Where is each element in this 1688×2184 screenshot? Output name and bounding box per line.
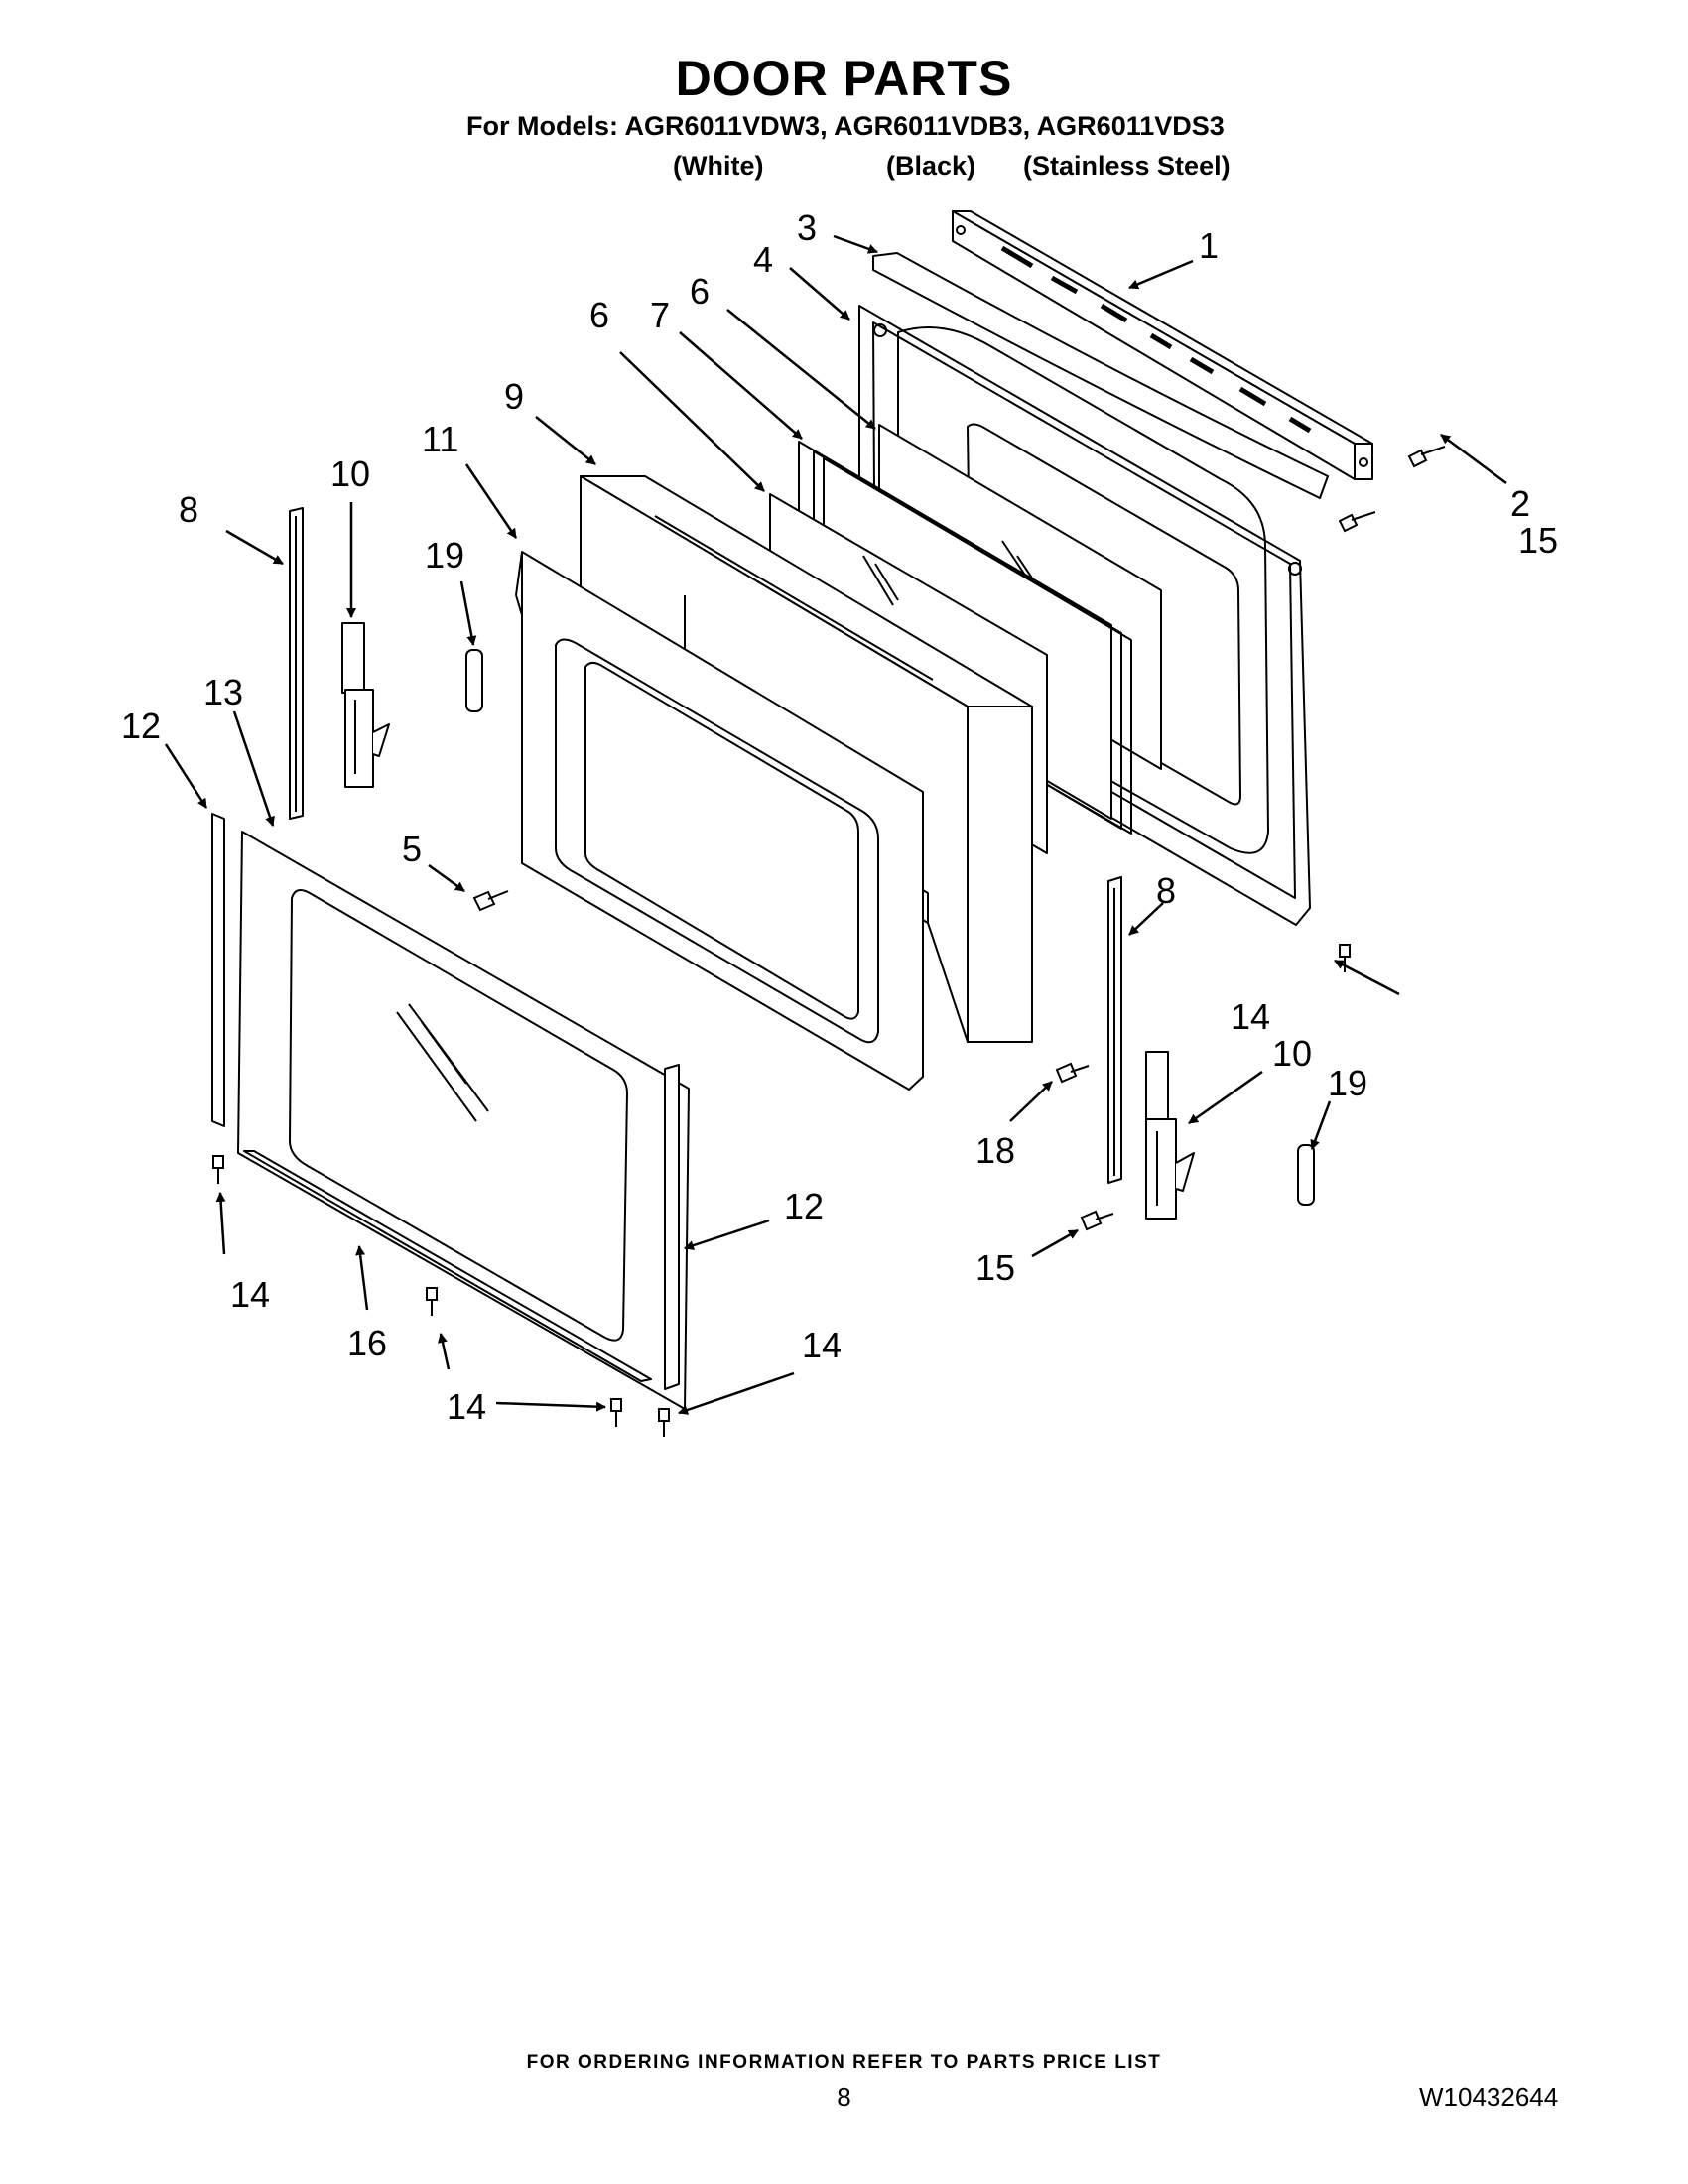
callout-6-front: 6	[589, 295, 609, 335]
callout-8-right: 8	[1156, 870, 1176, 911]
vent-trim-part	[952, 210, 1373, 480]
bottom-trim-part	[243, 1150, 652, 1382]
inner-door-part	[515, 551, 924, 1091]
finish-white: (White)	[673, 151, 764, 181]
callout-9: 9	[504, 376, 524, 417]
page-title: DOOR PARTS	[675, 51, 1013, 106]
screw-fasteners	[212, 446, 1446, 1437]
callout-16: 16	[347, 1323, 387, 1363]
callout-19-right: 19	[1328, 1063, 1367, 1103]
callout-3: 3	[797, 207, 817, 248]
finish-stainless-steel: (Stainless Steel)	[1023, 151, 1231, 181]
side-trim-right-part	[664, 1064, 680, 1390]
callout-14-bottom-right: 14	[802, 1325, 842, 1365]
callout-1: 1	[1199, 225, 1219, 266]
callout-5: 5	[402, 829, 422, 869]
callout-12-right: 12	[784, 1186, 824, 1226]
side-trim-left-part	[211, 813, 225, 1127]
callout-10-left: 10	[330, 453, 370, 494]
hinge-channel-left-part	[289, 507, 304, 820]
hinge-left-part	[341, 622, 390, 788]
callout-14-right: 14	[1231, 996, 1270, 1037]
callout-11: 11	[422, 419, 458, 459]
callout-labels: 1 2 3 4 6 7 6 9 11 8 10 19 13 12 5 8 14 …	[121, 207, 1558, 1427]
callout-14-left: 14	[230, 1274, 270, 1315]
hinge-tab-right-part	[1297, 1144, 1315, 1206]
finish-black: (Black)	[886, 151, 976, 181]
callout-10-right: 10	[1272, 1033, 1312, 1074]
callout-6-rear: 6	[690, 271, 710, 312]
callout-4: 4	[753, 239, 773, 280]
callout-13: 13	[203, 672, 243, 712]
models-line: For Models: AGR6011VDW3, AGR6011VDB3, AG…	[466, 111, 1225, 141]
callout-14-bottom: 14	[447, 1386, 486, 1427]
callout-12-left: 12	[121, 706, 161, 746]
hinge-tab-left-part	[465, 649, 483, 712]
callout-8-left: 8	[179, 489, 198, 530]
callout-15-top: 15	[1518, 520, 1558, 561]
callout-15-right: 15	[975, 1247, 1015, 1288]
hinge-right-part	[1145, 1051, 1195, 1220]
hinge-channel-right-part	[1107, 876, 1122, 1184]
page-number: 8	[837, 2082, 851, 2112]
document-number: W10432644	[1419, 2082, 1559, 2112]
ordering-note: FOR ORDERING INFORMATION REFER TO PARTS …	[526, 2052, 1162, 2073]
door-handle-part	[872, 252, 1329, 499]
callout-2: 2	[1510, 483, 1530, 524]
callout-7: 7	[650, 295, 670, 335]
callout-18: 18	[975, 1130, 1015, 1171]
leader-arrows	[164, 234, 1507, 1415]
callout-19-left: 19	[425, 535, 464, 576]
